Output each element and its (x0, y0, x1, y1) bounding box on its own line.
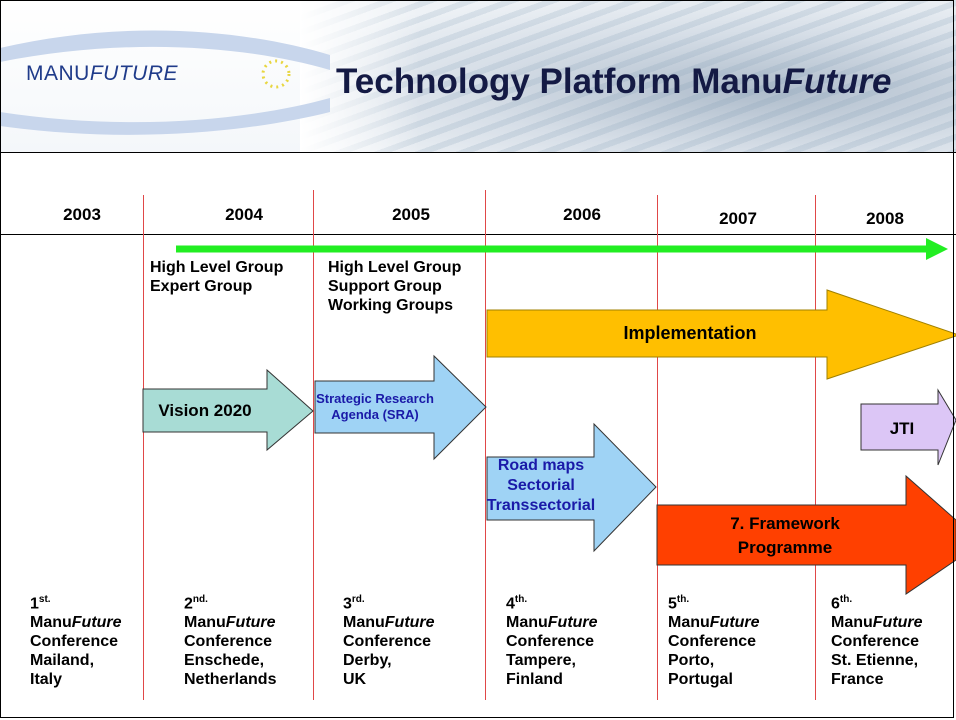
implementation-label: Implementation (623, 323, 757, 343)
conference-city: Enschede, (184, 652, 265, 670)
timeline-green-arrow-head (926, 238, 948, 260)
year-divider-2008 (815, 195, 816, 700)
sra-label-line2: Agenda (SRA) (331, 407, 419, 422)
vision-2020-label: Vision 2020 (158, 401, 252, 420)
year-label-2007: 2007 (719, 209, 757, 228)
conference-city: Tampere, (506, 652, 576, 670)
fp7-arrow-shape (656, 474, 956, 595)
conference-city: St. Etienne, (831, 652, 919, 670)
conference-number: 1st. (30, 594, 51, 613)
year-divider-2004 (143, 195, 144, 700)
year-divider-2007 (657, 195, 658, 700)
header-photo-fade (300, 0, 420, 152)
conference-1: 1st. ManuFuture Conference Mailand, Ital… (30, 590, 122, 689)
year-label-2004: 2004 (225, 205, 263, 224)
header-divider-line (0, 152, 956, 153)
conference-6: 6th. ManuFuture Conference St. Etienne, … (831, 590, 923, 689)
conference-country: Portugal (668, 671, 733, 689)
conference-country: Finland (506, 671, 563, 689)
group-line: Support Group (328, 278, 442, 295)
conference-city: Mailand, (30, 652, 95, 670)
conference-city: Porto, (668, 652, 715, 670)
group-line: High Level Group (150, 259, 284, 276)
header-banner: MANUFUTURE Technology Platform ManuFutur… (0, 0, 956, 152)
conference-3: 3rd. ManuFuture Conference Derby, UK (343, 590, 435, 689)
year-label-2006: 2006 (563, 205, 601, 224)
conference-word: Conference (184, 633, 273, 651)
conference-country: Italy (30, 671, 63, 689)
group-line: Expert Group (150, 278, 253, 295)
roadmaps-label-line2: Sectorial (507, 477, 575, 494)
conference-number: 6th. (831, 594, 853, 613)
conference-4: 4th. ManuFuture Conference Tampere, Finl… (506, 590, 598, 689)
conference-word: Conference (831, 633, 920, 651)
vision-2020-arrow-shape (142, 368, 314, 452)
roadmaps-label-line3: Transsectorial (486, 497, 596, 514)
conference-word: Conference (30, 633, 119, 651)
conference-name: ManuFuture (506, 614, 598, 632)
year-label-2003: 2003 (63, 205, 101, 224)
conference-number: 2nd. (184, 594, 208, 613)
groups-2004: High Level Group Expert Group (150, 258, 283, 296)
year-divider-2005 (313, 190, 314, 700)
sra-label: Strategic Research Agenda (SRA) (312, 391, 438, 423)
sra-label-line1: Strategic Research (316, 391, 434, 406)
conference-word: Conference (668, 633, 757, 651)
roadmaps-label: Road maps Sectorial Transsectorial (482, 456, 600, 516)
jti-label: JTI (889, 419, 915, 438)
manufuture-logo: MANUFUTURE (26, 62, 179, 85)
conference-word: Conference (506, 633, 595, 651)
roadmaps-label-line1: Road maps (497, 457, 585, 474)
conference-word: Conference (343, 633, 432, 651)
sra-arrow-shape (314, 354, 487, 461)
eu-stars-icon (261, 59, 291, 89)
conference-name: ManuFuture (184, 614, 276, 632)
conference-number: 3rd. (343, 594, 365, 613)
swoosh-band-bottom (0, 98, 330, 135)
conference-country: Netherlands (184, 671, 277, 689)
fp7-label-line2: Programme (737, 538, 833, 557)
fp7-label-line1: 7. Framework (730, 514, 840, 533)
conference-2: 2nd. ManuFuture Conference Enschede, Net… (184, 590, 276, 689)
groups-2005: High Level Group Support Group Working G… (328, 258, 461, 315)
conference-name: ManuFuture (30, 614, 122, 632)
jti-arrow-shape (860, 388, 956, 466)
year-label-2005: 2005 (392, 205, 430, 224)
group-line: Working Groups (328, 297, 454, 314)
conference-name: ManuFuture (831, 614, 923, 632)
swoosh-band-top (0, 30, 330, 70)
roadmaps-arrow-shape (486, 422, 657, 553)
conference-number: 4th. (506, 594, 528, 613)
conference-country: UK (343, 671, 367, 689)
page-title: Technology Platform ManuFuture (336, 62, 892, 101)
fp7-label: 7. Framework Programme (700, 512, 870, 560)
conference-name: ManuFuture (668, 614, 760, 632)
year-label-2008: 2008 (866, 209, 904, 228)
conference-number: 5th. (668, 594, 690, 613)
conference-city: Derby, (343, 652, 392, 670)
year-row-divider-line (0, 234, 956, 235)
eu-swoosh-graphic (0, 30, 330, 135)
implementation-arrow-shape (486, 289, 956, 380)
group-line: High Level Group (328, 259, 462, 276)
year-divider-2006 (485, 190, 486, 700)
conference-5: 5th. ManuFuture Conference Porto, Portug… (668, 590, 760, 689)
conference-name: ManuFuture (343, 614, 435, 632)
conference-country: France (831, 671, 884, 689)
